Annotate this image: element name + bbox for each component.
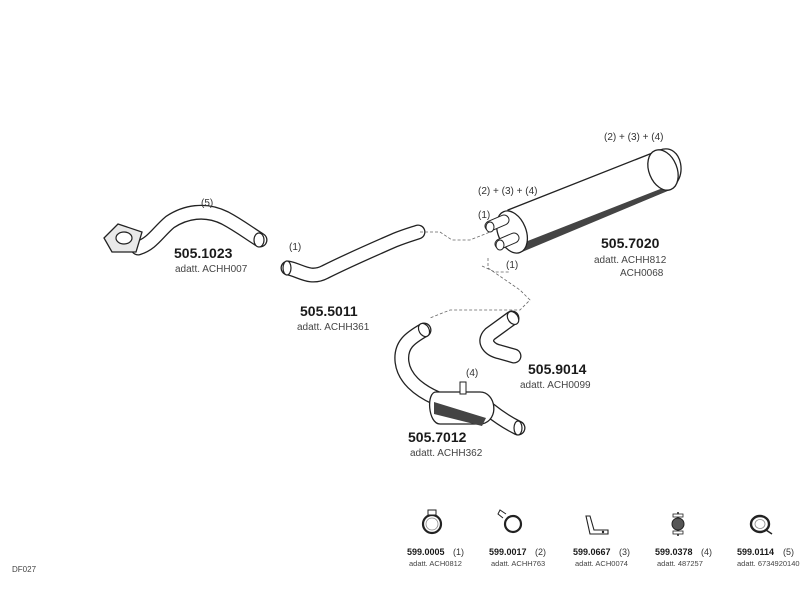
connection-lines <box>420 231 531 319</box>
elbow-pipe-drawing <box>479 310 522 364</box>
part-adaptation: adatt. ACHH361 <box>297 322 370 333</box>
part-505-7012[interactable]: (4) 505.7012 adatt. ACHH362 <box>394 321 526 459</box>
accessory-adaptation: adatt. ACH0812 <box>409 559 462 568</box>
accessory-599-0005[interactable]: 599.0005 (1) adatt. ACH0812 <box>407 509 464 568</box>
clamp-ring-icon <box>421 509 443 535</box>
part-adaptation: adatt. ACH0099 <box>520 380 591 391</box>
part-adaptation: adatt. ACHH812 <box>594 255 667 266</box>
part-adaptation: adatt. ACHH362 <box>410 448 483 459</box>
accessory-599-0378[interactable]: 599.0378 (4) adatt. 487257 <box>655 512 712 568</box>
part-note-pipe-upper: (1) <box>478 210 490 221</box>
accessory-ref: (3) <box>619 547 630 557</box>
gasket-ring-icon <box>749 514 773 535</box>
part-505-7020[interactable]: (2) + (3) + (4) (2) + (3) + (4) (1) (1) … <box>478 132 684 279</box>
accessory-ref: (4) <box>701 547 712 557</box>
accessory-adaptation: adatt. 487257 <box>657 559 703 568</box>
part-note: (4) <box>466 368 478 379</box>
part-number: 505.5011 <box>300 303 358 319</box>
accessory-599-0017[interactable]: 599.0017 (2) adatt. ACHH763 <box>489 509 546 568</box>
part-number: 505.1023 <box>174 245 233 261</box>
front-pipe-drawing <box>103 204 268 256</box>
part-505-5011[interactable]: (1) 505.5011 adatt. ACHH361 <box>280 224 426 333</box>
accessory-599-0114[interactable]: 599.0114 (5) adatt. 6734920140 <box>737 514 800 568</box>
bracket-icon <box>585 515 609 535</box>
part-note: (1) <box>289 242 301 253</box>
accessory-ref: (5) <box>783 547 794 557</box>
part-adaptation-2: ACH0068 <box>620 268 664 279</box>
rear-silencer-drawing <box>484 148 682 254</box>
diagram-code: DF027 <box>12 565 37 574</box>
part-number: 505.7020 <box>601 235 660 251</box>
centre-silencer-drawing <box>394 322 526 436</box>
part-number: 505.7012 <box>408 429 467 445</box>
intermediate-pipe-drawing <box>280 224 426 283</box>
accessory-ref: (1) <box>453 547 464 557</box>
accessory-number: 599.0378 <box>655 547 693 557</box>
part-505-9014[interactable]: 505.9014 adatt. ACH0099 <box>479 309 591 391</box>
accessory-number: 599.0114 <box>737 547 774 557</box>
accessory-adaptation: adatt. 6734920140 <box>737 559 800 568</box>
accessory-adaptation: adatt. ACH0074 <box>575 559 628 568</box>
part-adaptation: adatt. ACHH007 <box>175 264 248 275</box>
part-note-top: (2) + (3) + (4) <box>604 132 663 143</box>
accessory-ref: (2) <box>535 547 546 557</box>
accessory-number: 599.0017 <box>489 547 527 557</box>
part-note: (5) <box>201 198 213 209</box>
rubber-mount-icon <box>671 512 685 536</box>
accessory-adaptation: adatt. ACHH763 <box>491 559 545 568</box>
accessory-number: 599.0667 <box>573 547 611 557</box>
clamp-icon <box>497 509 523 534</box>
part-note-mid: (2) + (3) + (4) <box>478 186 537 197</box>
part-note-pipe-lower: (1) <box>506 260 518 271</box>
part-number: 505.9014 <box>528 361 587 377</box>
accessory-number: 599.0005 <box>407 547 445 557</box>
part-505-1023[interactable]: (5) 505.1023 adatt. ACHH007 <box>103 198 268 275</box>
accessory-599-0667[interactable]: 599.0667 (3) adatt. ACH0074 <box>573 515 630 568</box>
